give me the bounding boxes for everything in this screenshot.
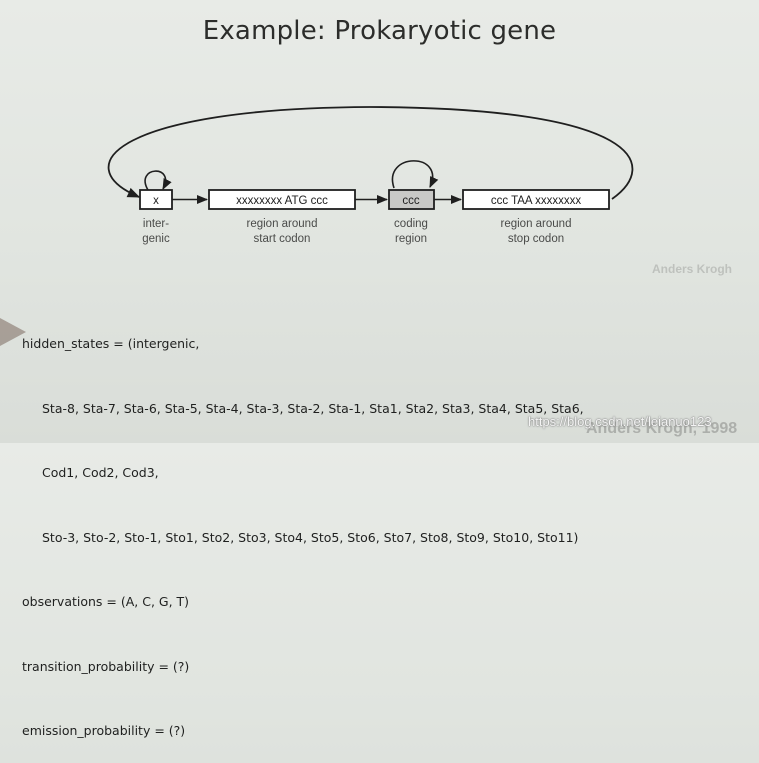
author-credit: Anders Krogh, 1998 xyxy=(586,420,738,437)
caption-coding-1: coding xyxy=(394,218,428,230)
code-line-stop-states: Sto-3, Sto-2, Sto-1, Sto1, Sto2, Sto3, S… xyxy=(42,529,579,545)
caption-start-2: start codon xyxy=(254,233,311,245)
caption-intergenic-2: genic xyxy=(142,233,170,245)
state-box-stop xyxy=(462,189,610,210)
source-watermark: https://blog.csdn.net/leianuo123 xyxy=(528,414,712,429)
coding-self-loop xyxy=(391,160,439,189)
caption-start-1: region around xyxy=(247,218,318,230)
code-line-observations: observations = (A, C, G, T) xyxy=(22,594,190,609)
return-loop-arrow xyxy=(107,106,634,200)
caption-coding-2: region xyxy=(395,233,427,245)
hmm-definition-block: hidden_states = (intergenic, Sta-8, Sta-… xyxy=(22,290,584,763)
caption-stop-2: stop codon xyxy=(508,233,564,245)
code-line-emission: emission_probability = (?) xyxy=(22,723,186,738)
state-label-coding: ccc xyxy=(402,195,420,207)
slide-title: Example: Prokaryotic gene xyxy=(202,16,557,46)
state-label-stop: ccc TAA xxxxxxxx xyxy=(491,195,582,207)
caption-intergenic-1: inter- xyxy=(143,218,169,230)
laser-pointer-shape xyxy=(0,318,26,346)
caption-stop-1: region around xyxy=(501,218,572,230)
credit-partial: Anders Krogh xyxy=(652,262,733,276)
code-line-transition: transition_probability = (?) xyxy=(22,658,190,674)
state-label-start: xxxxxxxx ATG ccc xyxy=(236,195,328,207)
code-line-coding-states: Cod1, Cod2, Cod3, xyxy=(42,465,159,480)
state-label-intergenic: x xyxy=(153,195,159,207)
intergenic-self-loop xyxy=(144,170,172,191)
code-line-hidden-states: hidden_states = (intergenic, xyxy=(22,336,200,351)
code-line-start-states: Sta-8, Sta-7, Sta-6, Sta-5, Sta-4, Sta-3… xyxy=(42,400,584,416)
gene-hmm-diagram: x xxxxxxxx ATG ccc ccc ccc TAA xxxxxxxx … xyxy=(107,106,634,245)
